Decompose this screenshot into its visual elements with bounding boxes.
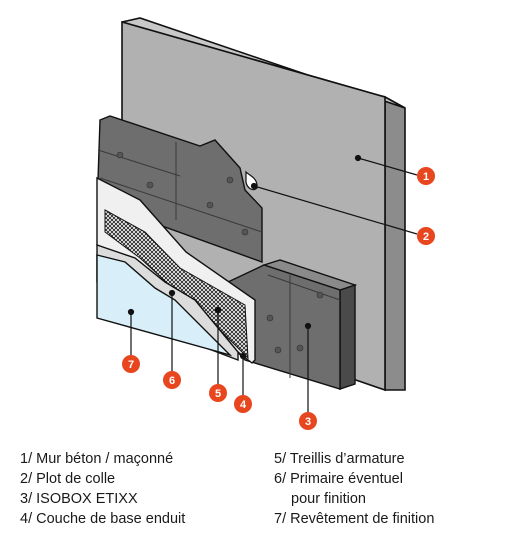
insulation-side bbox=[339, 284, 356, 390]
leader-lines bbox=[127, 154, 418, 413]
legend-item-5: 5/ Treillis d’armature bbox=[274, 451, 405, 467]
insulation-joints bbox=[97, 142, 341, 378]
legend-item-6: 6/ Primaire éventuel bbox=[274, 471, 403, 487]
callout-6-label: 6 bbox=[169, 375, 175, 387]
legend-item-7: 7/ Revêtement de finition bbox=[274, 511, 435, 527]
legend-item-6-continued: pour finition bbox=[291, 491, 366, 507]
panel-bumps bbox=[116, 151, 324, 354]
callout-5-label: 5 bbox=[215, 388, 221, 400]
callout-3: 3 bbox=[299, 412, 317, 430]
legend-item-2: 2/ Plot de colle bbox=[20, 471, 116, 487]
callout-3-label: 3 bbox=[305, 416, 311, 428]
wall-layers-diagram: 1 2 3 4 5 6 7 bbox=[96, 17, 435, 430]
callout-5: 5 bbox=[209, 384, 227, 402]
callout-2: 2 bbox=[417, 227, 435, 245]
callout-6: 6 bbox=[163, 371, 181, 389]
legend-right-column: 5/ Treillis d’armature 6/ Primaire évent… bbox=[274, 449, 434, 529]
legend-item-1: 1/ Mur béton / maçonné bbox=[20, 451, 174, 467]
legend-item-3: 3/ ISOBOX ETIXX bbox=[20, 491, 138, 507]
finish-layer bbox=[96, 254, 233, 357]
callout-1: 1 bbox=[417, 167, 435, 185]
wall-side-face bbox=[384, 95, 406, 391]
callout-7: 7 bbox=[122, 355, 140, 373]
callout-2-label: 2 bbox=[423, 231, 429, 243]
callout-4: 4 bbox=[234, 395, 252, 413]
callout-4-label: 4 bbox=[240, 399, 247, 411]
legend-left-column: 1/ Mur béton / maçonné 2/ Plot de colle … bbox=[20, 449, 185, 529]
callout-7-label: 7 bbox=[128, 359, 134, 371]
legend-item-4: 4/ Couche de base enduit bbox=[20, 511, 186, 527]
callout-1-label: 1 bbox=[423, 171, 429, 183]
